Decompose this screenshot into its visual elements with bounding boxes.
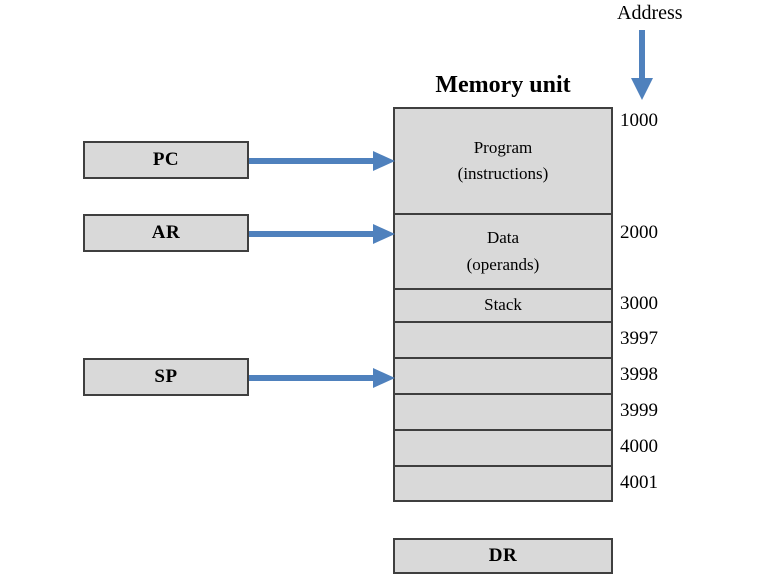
memory-row-data-line-1: Data: [486, 228, 520, 248]
address-label-3998: 3998: [620, 364, 658, 385]
address-caption: Address: [617, 2, 683, 24]
register-ar[interactable]: AR: [83, 214, 249, 252]
address-label-2000: 2000: [620, 222, 658, 243]
memory-row-stack: Stack: [395, 290, 611, 323]
memory-unit-title: Memory unit: [435, 72, 571, 98]
register-sp[interactable]: SP: [83, 358, 249, 396]
memory-row-data: Data (operands): [395, 215, 611, 290]
memory-row-3998: [395, 359, 611, 395]
down-arrow-icon: [631, 30, 653, 100]
register-ar-label: AR: [151, 222, 181, 243]
arrow-pc-to-memory: [249, 151, 395, 171]
memory-row-program-line-2: (instructions): [457, 164, 549, 183]
memory-unit: Program (instructions) Data (operands) S…: [393, 107, 613, 502]
memory-row-program: Program (instructions): [395, 109, 611, 215]
register-pc[interactable]: PC: [83, 141, 249, 179]
memory-row-3997: [395, 323, 611, 359]
memory-row-4001: [395, 467, 611, 500]
register-dr-label: DR: [488, 545, 518, 566]
address-label-1000: 1000: [620, 110, 658, 131]
register-dr[interactable]: DR: [393, 538, 613, 574]
register-pc-label: PC: [152, 149, 180, 170]
address-label-4001: 4001: [620, 472, 658, 493]
memory-row-data-line-2: (operands): [466, 254, 540, 274]
address-label-3000: 3000: [620, 293, 658, 314]
arrow-sp-to-memory: [249, 368, 395, 388]
memory-row-program-line-1: Program: [473, 137, 533, 157]
address-label-4000: 4000: [620, 436, 658, 457]
memory-row-4000: [395, 431, 611, 467]
address-label-3997: 3997: [620, 328, 658, 349]
memory-row-stack-line-1: Stack: [484, 295, 522, 315]
arrow-ar-to-memory: [249, 224, 395, 244]
register-sp-label: SP: [154, 366, 178, 387]
memory-row-3999: [395, 395, 611, 431]
address-label-3999: 3999: [620, 400, 658, 421]
